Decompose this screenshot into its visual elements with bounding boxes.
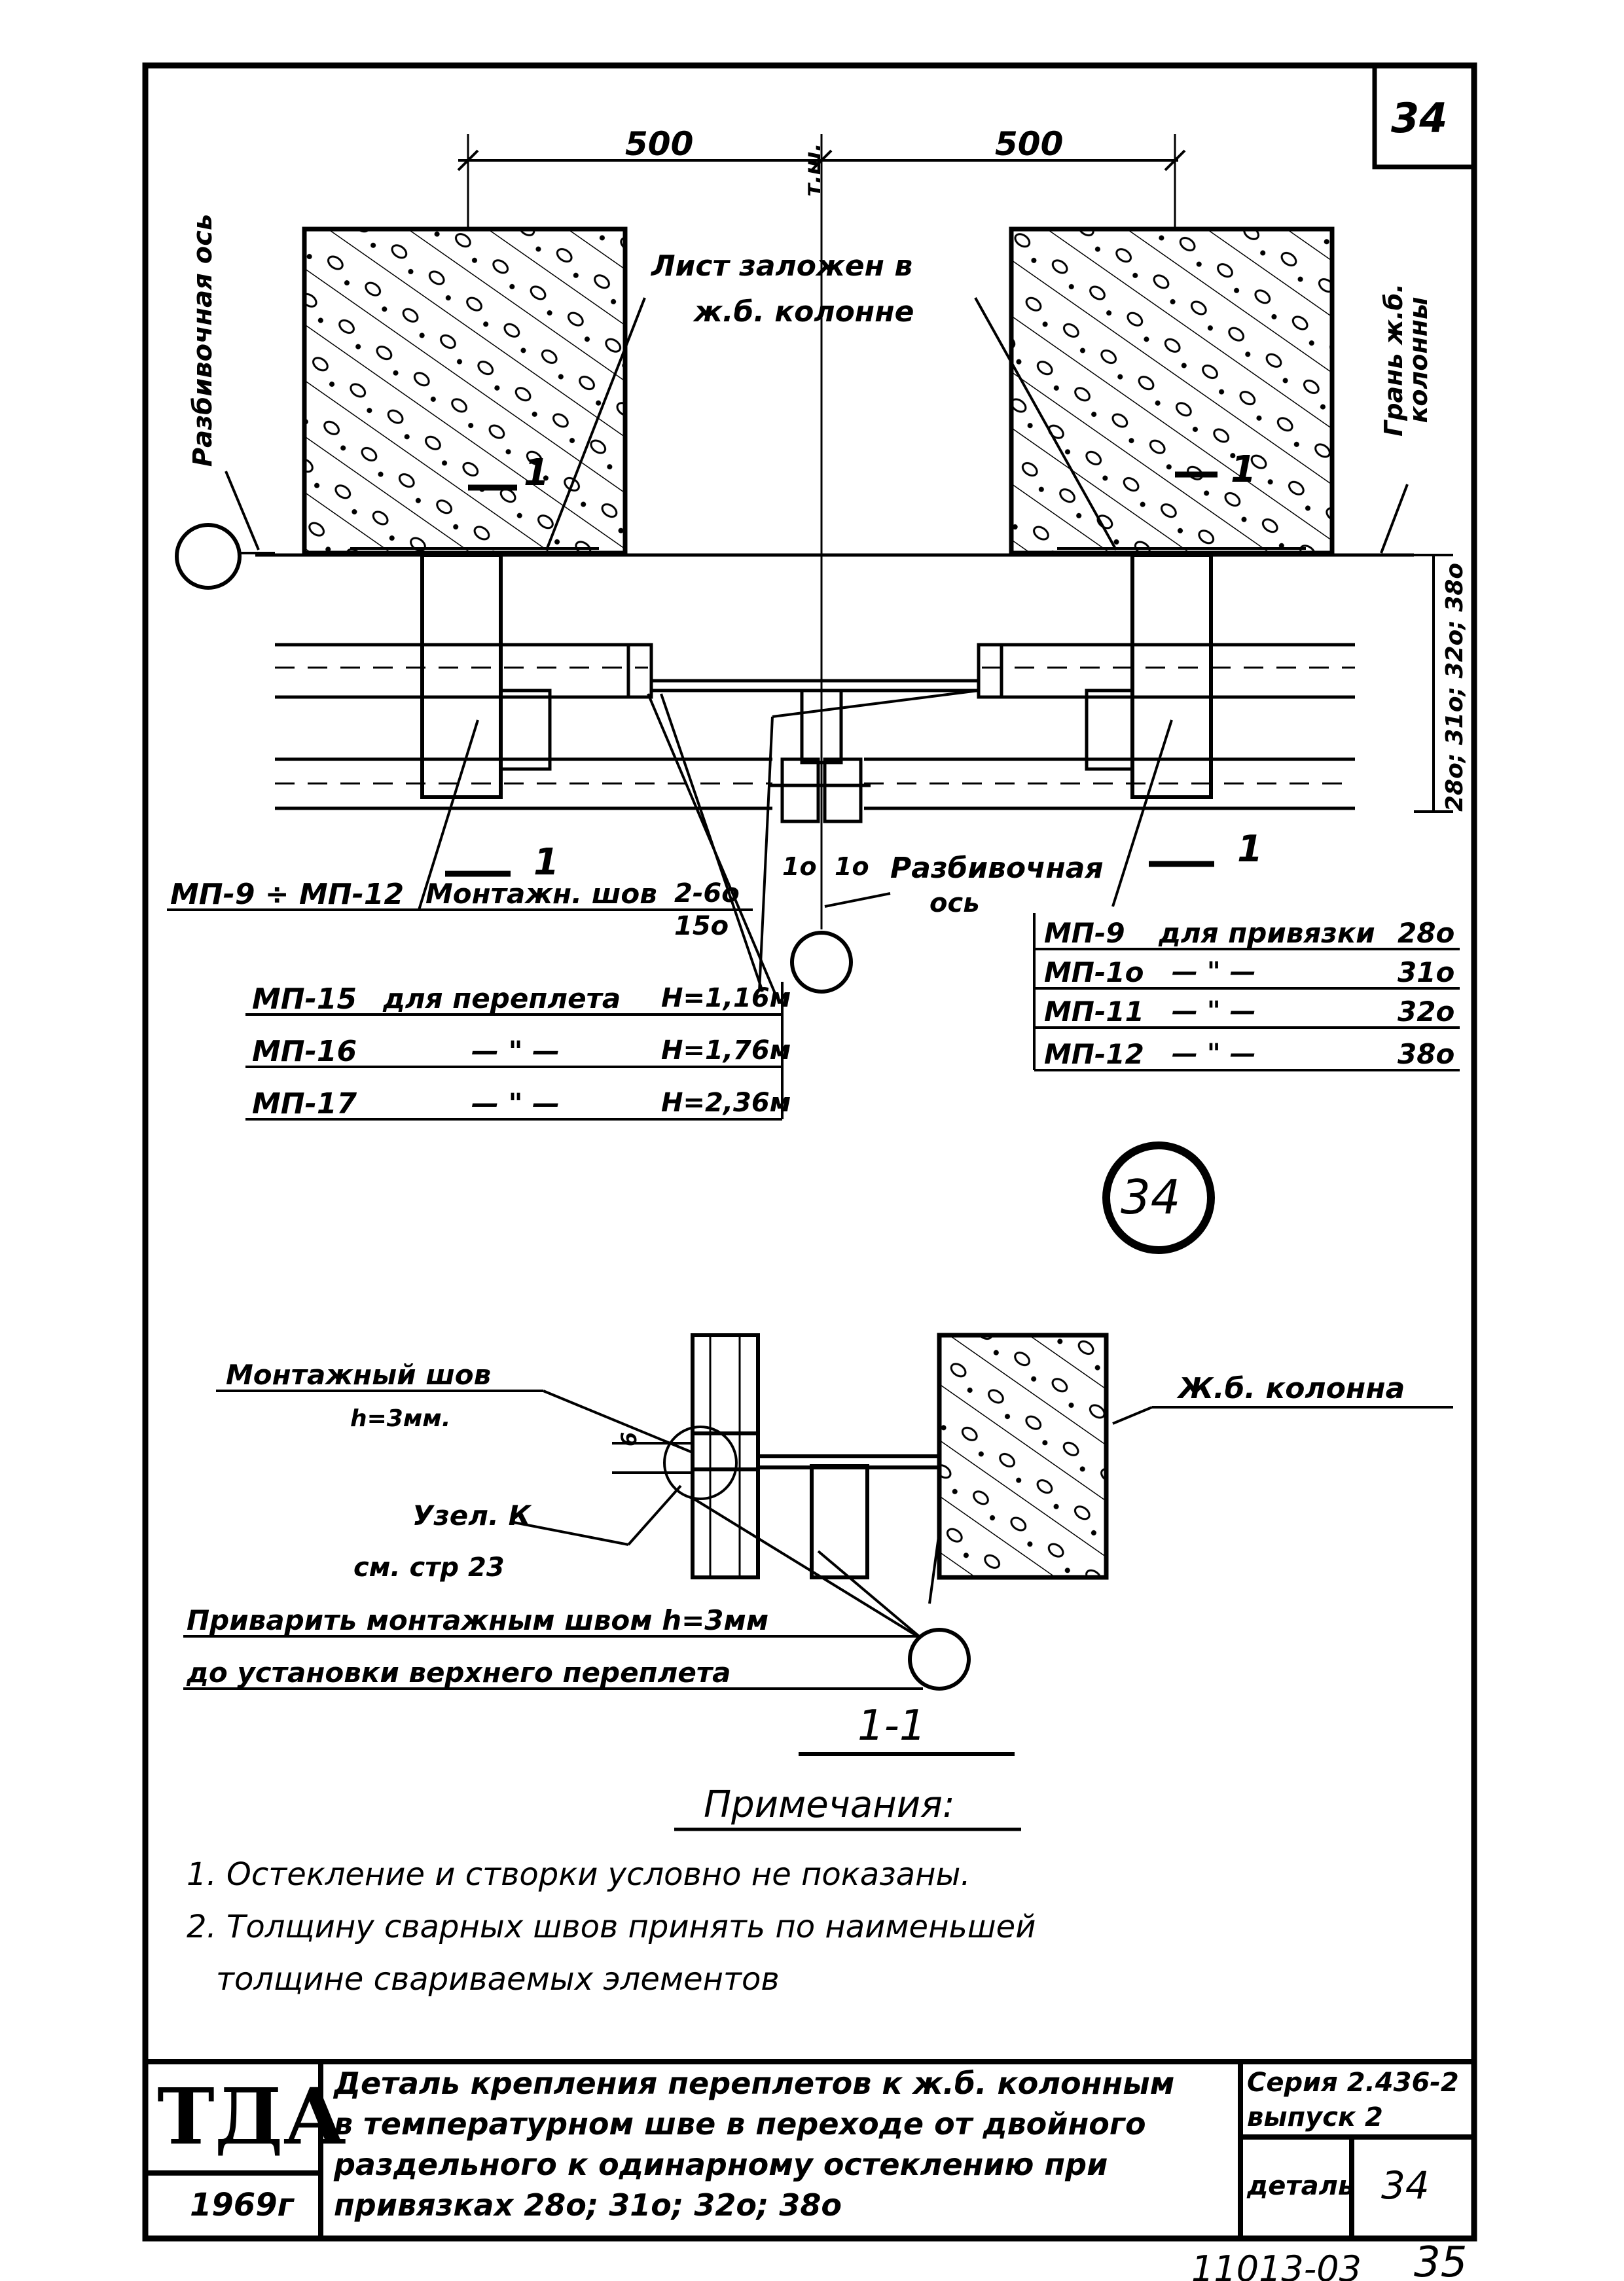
left-table-item-1: МП-15	[252, 982, 357, 1016]
axis-center-bottom-label-2: ось	[929, 888, 980, 918]
node-label: Узел. К	[412, 1500, 531, 1532]
left-table-text-1: для переплета	[383, 982, 621, 1015]
axis-left-label: Разбивочная ось	[188, 213, 218, 467]
page-number: 35	[1414, 2238, 1468, 2281]
note-2: 2. Толщину сварных швов принять по наиме…	[187, 1909, 1036, 1945]
right-table-text-4: — " —	[1172, 1039, 1256, 1069]
title-line-4: привязках 28о; 31о; 32о; 38о	[334, 2187, 842, 2223]
note-1: 1. Остекление и створки условно не показ…	[187, 1856, 971, 1893]
dimension-right: 500	[995, 125, 1064, 163]
column-left	[302, 226, 628, 556]
dimension-left: 500	[625, 125, 694, 163]
left-table-item-2: МП-16	[252, 1035, 357, 1068]
embedded-sheet-label-2: ж.б. колонне	[694, 295, 914, 329]
section-weld-value: h=3мм.	[350, 1405, 451, 1432]
gap-left: 1о	[782, 852, 817, 881]
sheet-number-top: 34	[1391, 94, 1448, 142]
section-column-label: Ж.б. колонна	[1178, 1372, 1405, 1405]
left-table-item-3: МП-17	[252, 1087, 357, 1121]
title-line-3: раздельного к одинарному остеклению при	[334, 2147, 1108, 2182]
face-right-label: Грань ж.б. колонны	[1379, 283, 1433, 437]
embedded-sheet-label-1: Лист заложен в	[651, 249, 913, 283]
org-year: 1969г	[190, 2187, 294, 2223]
detail-circle-number: 34	[1121, 1170, 1181, 1225]
weld-label: Монтажн. шов	[425, 878, 657, 910]
detail-number: 34	[1381, 2163, 1430, 2208]
right-table-text-3: — " —	[1172, 996, 1256, 1026]
issue: выпуск 2	[1247, 2102, 1383, 2132]
sheet-number-box	[1372, 63, 1477, 170]
section-column	[937, 1333, 1109, 1580]
section-weld-label: Монтажный шов	[226, 1359, 492, 1391]
weld-value-bottom: 15о	[674, 911, 729, 941]
section-title: 1-1	[857, 1702, 926, 1750]
right-table-value-3: 32о	[1398, 996, 1455, 1028]
section-mark-top-left: 1	[524, 452, 549, 494]
right-table-value-2: 31о	[1398, 956, 1455, 988]
left-table-value-3: Н=2,36м	[661, 1088, 791, 1118]
weld-value-top: 2-6о	[674, 878, 740, 908]
left-table-value-1: Н=1,16м	[661, 983, 791, 1013]
right-table-item-3: МП-11	[1044, 996, 1144, 1028]
right-table-text-1: для привязки	[1159, 917, 1375, 949]
doc-code: 11013-03	[1191, 2248, 1362, 2281]
node-ref: см. стр 23	[353, 1553, 505, 1583]
right-table-item-2: МП-1о	[1044, 956, 1144, 988]
section-mark-top-right: 1	[1231, 448, 1256, 491]
right-table-value-4: 38о	[1398, 1038, 1455, 1070]
right-table-value-1: 28о	[1398, 917, 1455, 949]
section-weld-note-2: до установки верхнего переплета	[187, 1657, 731, 1689]
axis-bubble-section	[908, 1628, 971, 1691]
left-table-text-2: — " —	[471, 1035, 560, 1067]
sheet-frame	[142, 62, 1477, 2242]
org-logo: ТДА	[157, 2071, 346, 2162]
section-gap: 6	[617, 1431, 641, 1446]
section-mark-bottom-right: 1	[1237, 828, 1263, 871]
column-right	[1009, 226, 1335, 556]
right-table-item-1: МП-9	[1044, 917, 1125, 949]
note-3: толщине свариваемых элементов	[216, 1961, 780, 1998]
left-table-value-2: Н=1,76м	[661, 1035, 791, 1066]
detail-label: деталь	[1247, 2171, 1355, 2201]
section-mark-bottom-left: 1	[533, 841, 559, 884]
gap-right: 1о	[835, 852, 869, 881]
axis-center-label: т.ш.	[800, 143, 826, 196]
left-element-label: МП-9 ÷ МП-12	[170, 878, 405, 911]
detail-circle	[1102, 1141, 1215, 1254]
right-table-text-2: — " —	[1172, 957, 1256, 987]
series: Серия 2.436-2	[1247, 2068, 1459, 2098]
axis-center-bottom-label-1: Разбивочная	[890, 852, 1104, 885]
title-line-1: Деталь крепления переплетов к ж.б. колон…	[334, 2066, 1175, 2101]
right-table-item-4: МП-12	[1044, 1038, 1144, 1070]
dimension-vertical: 28о; 31о; 32о; 38о	[1441, 562, 1468, 812]
section-weld-note-1: Приварить монтажным швом h=3мм	[187, 1604, 769, 1636]
notes-title: Примечания:	[704, 1784, 955, 1826]
left-table-text-3: — " —	[471, 1087, 560, 1119]
axis-bubble-center	[790, 931, 853, 994]
title-line-2: в температурном шве в переходе от двойно…	[334, 2106, 1146, 2142]
axis-bubble-left	[175, 523, 242, 590]
